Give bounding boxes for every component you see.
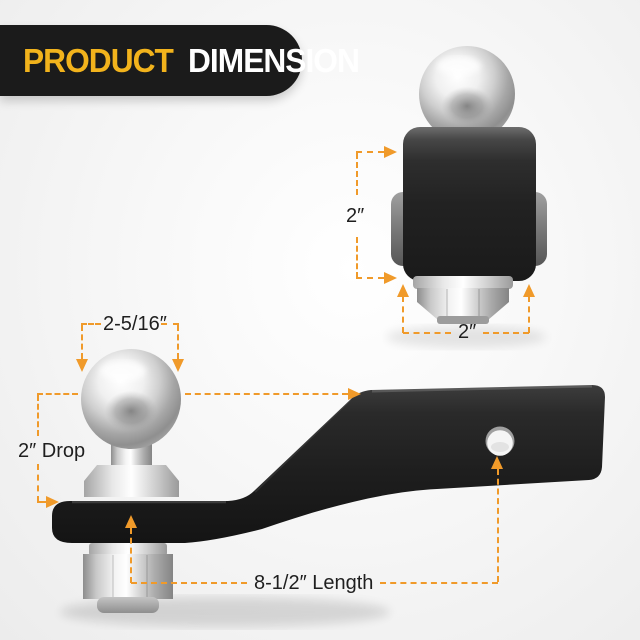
front-view-render	[386, 46, 547, 348]
shank-block-front	[403, 127, 536, 281]
front-height-dim-bottom-arrow	[384, 272, 397, 284]
drop-dim-label: 2″ Drop	[18, 440, 86, 462]
length-dim-left-arrow	[125, 515, 137, 528]
title-banner: PRODUCT DIMENSION	[0, 25, 360, 96]
front-view-shadow	[386, 326, 546, 348]
hitch-ball-side	[81, 349, 181, 449]
front-width-dim-left-riser	[402, 296, 404, 333]
length-dim-line-left	[131, 582, 247, 584]
front-width-dim-right-arrow	[523, 284, 535, 297]
banner-title-rest: DIMENSION	[188, 41, 360, 79]
ball-dim-right-riser	[177, 325, 179, 359]
length-dim-line-right	[380, 582, 498, 584]
drop-dim-top-arrow	[348, 388, 361, 400]
front-width-dim-right-riser	[528, 296, 530, 333]
front-height-dim-line-upper	[356, 153, 358, 195]
front-height-dim-label: 2″	[346, 205, 365, 227]
length-dim-label: 8-1/2″ Length	[254, 572, 374, 594]
ball-dim-left-riser	[81, 325, 83, 359]
side-view-render	[52, 349, 605, 627]
front-height-dim-line-lower	[356, 237, 358, 278]
front-height-dim-top-arrow	[384, 146, 397, 158]
length-dim-left-riser	[130, 528, 132, 583]
front-height-dim-top-line	[356, 151, 384, 153]
hex-nut-front	[413, 276, 513, 324]
shank-top-highlight	[371, 384, 593, 393]
front-width-dim-line-left	[403, 332, 451, 334]
drop-dim-bottom-arrow	[46, 496, 59, 508]
length-dim-right-arrow	[491, 456, 503, 469]
ball-dim-line-left	[81, 323, 101, 325]
ball-dim-line-right	[161, 323, 179, 325]
ball-dim-label: 2-5/16″	[103, 313, 167, 335]
front-height-dim-bottom-line	[356, 277, 384, 279]
drop-dim-top-line-left	[37, 393, 78, 395]
rise-edge-highlight	[254, 399, 351, 493]
hex-nut-side	[83, 543, 173, 613]
length-dim-right-riser	[497, 469, 499, 582]
ball-dim-right-arrow	[172, 359, 184, 372]
ball-base-side	[84, 465, 179, 497]
drop-dim-top-line-right	[185, 393, 348, 395]
drop-dim-bottom-line	[37, 501, 47, 503]
hitch-ball-front	[419, 46, 515, 142]
banner-title-highlight: PRODUCT	[23, 41, 174, 79]
front-width-dim-line-right	[483, 332, 529, 334]
drop-dim-line-lower	[37, 464, 39, 502]
ball-dim-left-arrow	[76, 359, 88, 372]
drop-dim-line-upper	[37, 395, 39, 436]
drop-bar-side	[52, 385, 605, 543]
front-width-dim-left-arrow	[397, 284, 409, 297]
hitch-pin-hole	[485, 426, 515, 456]
front-width-dim-label: 2″	[458, 321, 477, 343]
